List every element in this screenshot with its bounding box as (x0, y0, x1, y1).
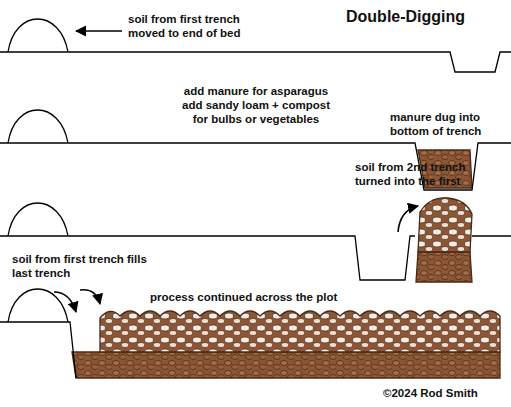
step-note: manure dug into bottom of trench (390, 110, 506, 138)
step-note: soil from 2nd trench turned into the fir… (355, 160, 487, 188)
ground (472, 235, 511, 236)
arrow (398, 206, 418, 232)
arrow (80, 290, 100, 304)
manure (416, 252, 472, 282)
ground-trench (0, 52, 511, 72)
copyright: ©2024 Rod Smith (383, 386, 508, 400)
step-note: process continued across the plot (150, 290, 380, 304)
soil-mound (8, 289, 68, 322)
step-note: soil from first trench moved to end of b… (128, 12, 268, 40)
arrow (76, 30, 122, 32)
ground-trench (0, 236, 415, 280)
step-note: soil from first trench fills last trench (12, 252, 150, 280)
step-note: add manure for asparagus add sandy loam … (176, 84, 336, 126)
soil-mound (8, 110, 68, 143)
turned-soil-rows (100, 311, 500, 352)
manure-layer (72, 352, 500, 378)
ground-trench (0, 143, 511, 190)
soil-mound (8, 19, 68, 52)
ground-trench (0, 322, 76, 378)
arrow (54, 292, 76, 312)
turned-soil (418, 198, 472, 252)
soil-mound (8, 203, 68, 236)
diagram-title: Double-Digging (346, 8, 465, 26)
